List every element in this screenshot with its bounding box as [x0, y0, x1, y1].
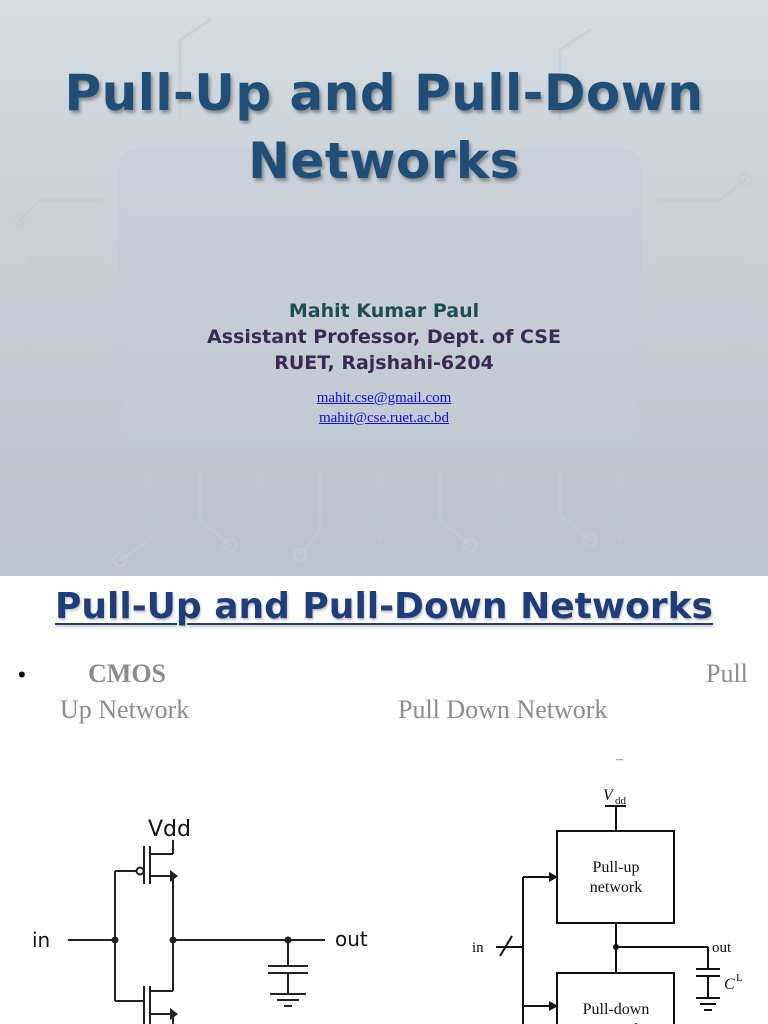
title-slide: Pull-Up and Pull-Down Networks Mahit Kum…	[0, 0, 768, 576]
faded-dash: –	[616, 752, 623, 767]
pull-network-block-diagram: V dd Pull-up network Pull-down network i…	[472, 787, 743, 1024]
slide2-title: Pull-Up and Pull-Down Networks	[55, 586, 713, 627]
faded-word-cmos: CMOS	[88, 659, 166, 688]
block-out-label: out	[712, 940, 732, 956]
inverter-vdd-label: Vdd	[148, 817, 191, 842]
inverter-in-label: in	[32, 928, 50, 952]
faded-word-pull-down-network: Pull Down Network	[398, 695, 608, 724]
faded-word-pull: Pull	[706, 659, 748, 688]
block-vdd-label: V	[603, 787, 615, 804]
circuit-board-background	[12, 18, 753, 568]
author-block: Mahit Kumar Paul Assistant Professor, De…	[0, 298, 768, 376]
author-name: Mahit Kumar Paul	[288, 300, 480, 322]
pull-up-label-line1: Pull-up	[592, 859, 639, 876]
block-in-label: in	[472, 940, 484, 956]
email-block: mahit.cse@gmail.com mahit@cse.ruet.ac.bd	[0, 388, 768, 428]
block-cap-superscript: L	[736, 972, 743, 984]
pull-down-label-line2: network	[590, 1021, 642, 1024]
email-link-ruet[interactable]: mahit@cse.ruet.ac.bd	[318, 410, 449, 426]
author-institution: RUET, Rajshahi-6204	[274, 352, 494, 374]
block-cap-label: C	[724, 976, 735, 993]
pull-up-label-line2: network	[590, 879, 642, 896]
faded-word-up-network: Up Network	[60, 695, 190, 724]
cmos-inverter-schematic: Vdd in out	[32, 817, 368, 1024]
block-vdd-subscript: dd	[615, 795, 627, 807]
slide-title-line1: Pull-Up and Pull-Down	[64, 64, 704, 122]
pull-down-label-line1: Pull-down	[583, 1001, 650, 1018]
bullet-marker: •	[18, 662, 26, 687]
author-role: Assistant Professor, Dept. of CSE	[207, 326, 561, 348]
email-link-gmail[interactable]: mahit.cse@gmail.com	[316, 390, 452, 406]
slide-title-line2: Networks	[248, 132, 520, 190]
inverter-out-label: out	[335, 927, 368, 951]
content-slide: Pull-Up and Pull-Down Networks • CMOS Pu…	[0, 576, 768, 1024]
